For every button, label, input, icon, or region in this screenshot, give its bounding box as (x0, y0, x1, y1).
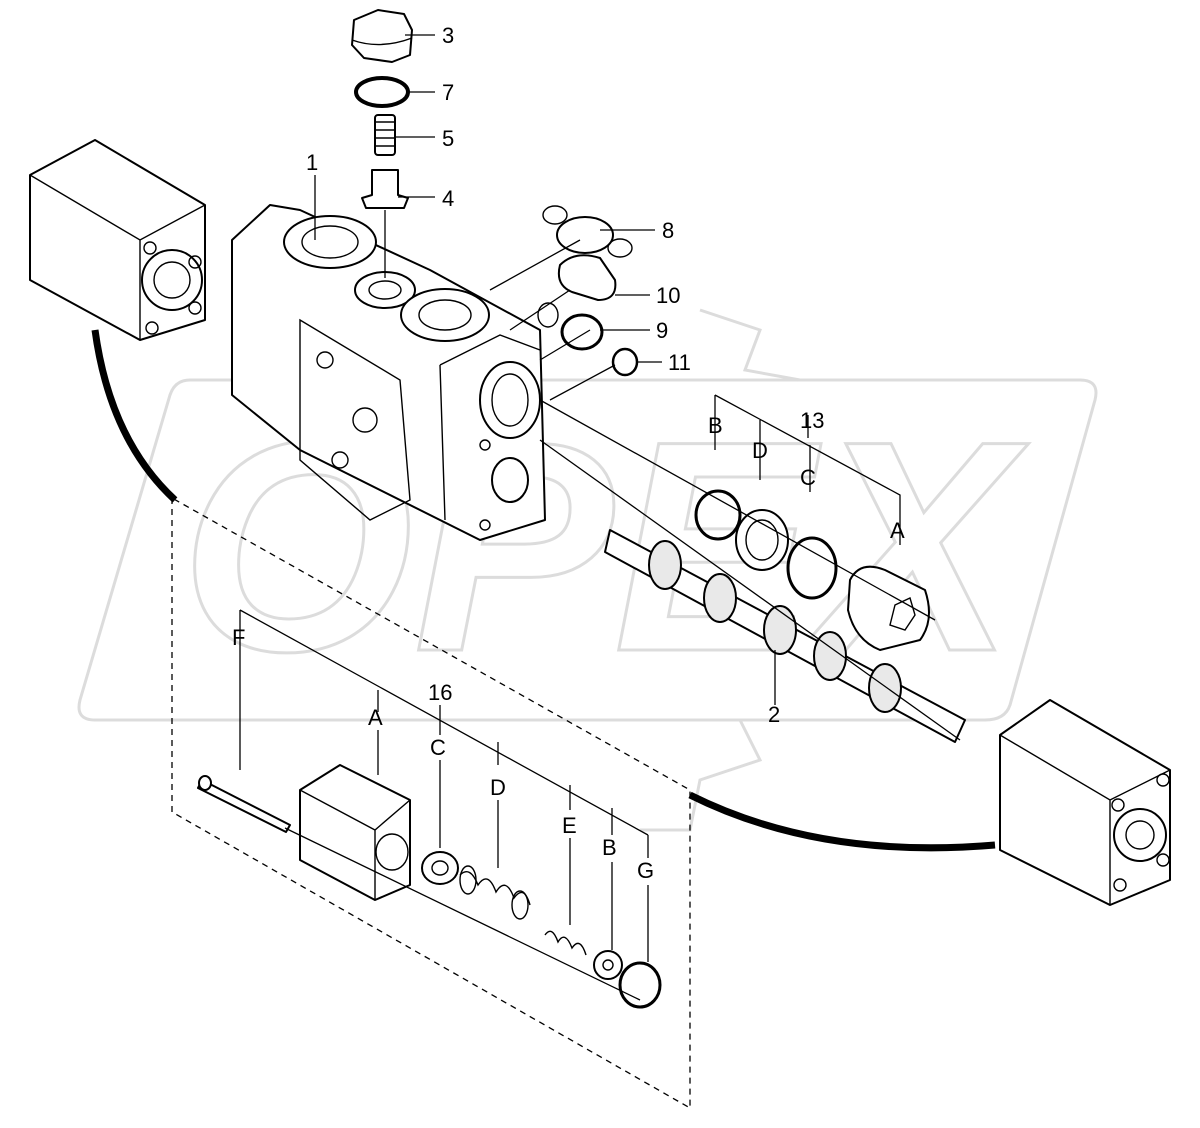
callout-16-B: B (602, 835, 617, 860)
callout-11: 11 (668, 350, 691, 375)
callout-7: 7 (442, 80, 454, 105)
callout-13-D: D (752, 438, 768, 463)
ring-13C (786, 536, 838, 600)
ring-13B (694, 489, 742, 541)
right-end-cap (999, 699, 1171, 906)
callout-16: 16 (428, 680, 452, 705)
ring-13D (735, 509, 789, 571)
right-cap-hose (688, 791, 996, 852)
callout-16-F: F (232, 625, 245, 650)
callout-8: 8 (662, 218, 674, 243)
callout-13-C: C (800, 465, 816, 490)
callout-9: 9 (656, 318, 668, 343)
adjusting-screw (374, 114, 396, 156)
callout-16-C: C (430, 735, 446, 760)
gasket-10 (537, 254, 617, 328)
callout-16-A: A (368, 705, 383, 730)
callout-1: 1 (306, 150, 318, 175)
o-ring-16G (618, 961, 662, 1009)
washer-16C (421, 851, 459, 885)
block-16A (299, 764, 411, 901)
bolt-16F (197, 775, 291, 833)
callout-16-D: D (490, 775, 506, 800)
callout-4: 4 (442, 186, 454, 211)
o-ring-7 (354, 76, 410, 108)
set-16-frame (171, 496, 691, 1110)
left-cap-hose (91, 329, 178, 503)
callout-2: 2 (768, 702, 780, 727)
spring-16E (544, 930, 587, 956)
o-ring-11 (611, 347, 639, 377)
callout-16-G: G (637, 858, 654, 883)
callout-13: 13 (800, 408, 824, 433)
callout-16-E: E (562, 813, 577, 838)
seat (361, 169, 409, 209)
spool (604, 529, 966, 743)
spring-16D (459, 865, 531, 920)
gasket-8 (542, 205, 633, 258)
callout-3: 3 (442, 23, 454, 48)
callout-5: 5 (442, 126, 454, 151)
o-ring-9 (560, 313, 604, 351)
valve-body (231, 204, 546, 541)
callout-10: 10 (656, 283, 680, 308)
callout-13-B: B (708, 413, 723, 438)
left-end-cap (29, 139, 206, 341)
cap-13A (847, 565, 930, 651)
washer-16B (593, 950, 623, 980)
callout-13-A: A (890, 518, 905, 543)
plug (351, 9, 413, 63)
